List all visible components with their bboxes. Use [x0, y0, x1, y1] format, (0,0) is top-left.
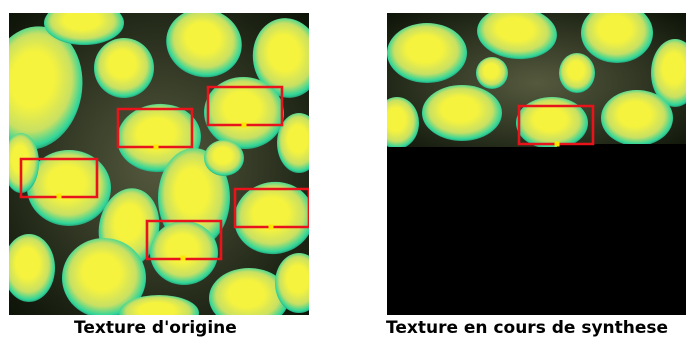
neighbourhood-box	[233, 187, 309, 229]
texture-cell	[601, 90, 673, 146]
texture-cell	[234, 181, 309, 255]
texture-cell	[477, 13, 557, 60]
texture-cell	[476, 57, 508, 89]
texture-cell	[150, 221, 218, 285]
texture-cell	[94, 38, 154, 98]
texture-cell	[516, 97, 588, 147]
synthesized-texture-caption: Texture en cours de synthese	[386, 318, 669, 338]
neighbourhood-box-pixel-marker	[180, 255, 186, 261]
neighbourhood-box	[145, 219, 223, 261]
texture-cell	[277, 113, 309, 173]
texture-cell	[387, 97, 419, 147]
neighbourhood-box	[206, 85, 284, 127]
texture-cell	[62, 238, 146, 315]
texture-cell	[9, 26, 83, 150]
texture-cell	[422, 85, 502, 141]
texture-cell	[119, 295, 199, 315]
texture-cell	[559, 53, 595, 93]
texture-cell	[581, 13, 653, 63]
current-neighbourhood-box	[517, 104, 595, 146]
texture-cell	[275, 253, 309, 313]
synthesized-region	[387, 13, 686, 147]
synthesized-texture-image	[387, 13, 686, 147]
neighbourhood-box-pixel-marker	[241, 122, 247, 128]
source-texture-panel	[9, 13, 309, 315]
texture-cell	[27, 150, 111, 226]
neighbourhood-box-pixel-marker	[268, 224, 274, 230]
neighbourhood-box	[116, 107, 194, 149]
neighbourhood-box-pixel-marker	[153, 144, 159, 150]
texture-cell	[651, 39, 686, 107]
current-neighbourhood-box-pixel-marker	[554, 141, 560, 147]
texture-cell	[44, 13, 124, 45]
texture-cell	[204, 140, 244, 176]
texture-cell	[209, 268, 289, 315]
texture-cell	[204, 76, 284, 150]
texture-cell	[9, 234, 55, 302]
texture-cell	[252, 18, 309, 98]
texture-cell	[166, 13, 242, 78]
neighbourhood-box	[19, 157, 99, 199]
neighbourhood-box-pixel-marker	[56, 193, 62, 199]
source-texture-caption: Texture d'origine	[74, 318, 237, 338]
texture-cell	[9, 133, 39, 193]
texture-cell	[387, 23, 467, 83]
source-texture-image	[9, 13, 309, 315]
synthesized-texture-panel	[387, 13, 686, 315]
